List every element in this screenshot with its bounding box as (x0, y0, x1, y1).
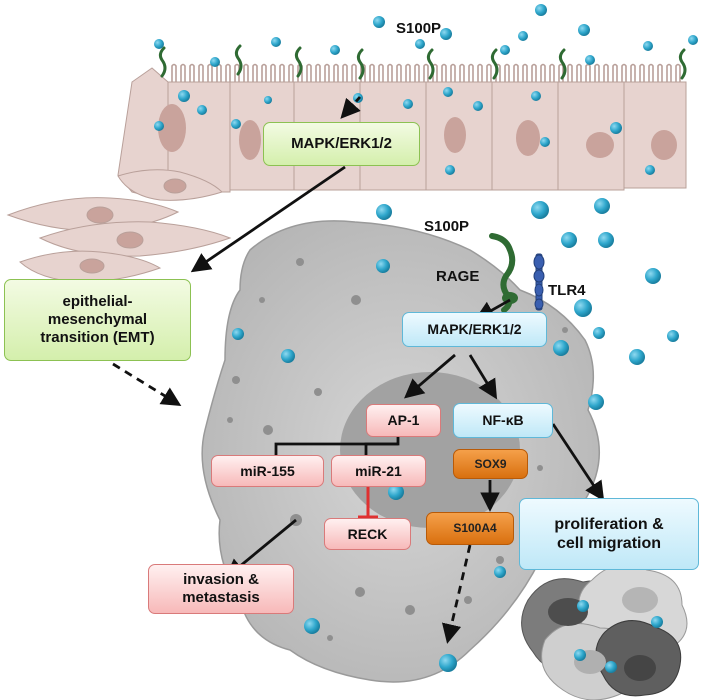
s100p-particle (610, 122, 622, 134)
arrow-emt-to-cell (112, 362, 182, 407)
dividing-cells (521, 563, 688, 700)
s100p-particle (440, 28, 452, 40)
s100p-particle (415, 39, 425, 49)
s100p-particle (281, 349, 295, 363)
s100p-particle (594, 198, 610, 214)
s100p-particle (643, 41, 653, 51)
s100p-particle (588, 394, 604, 410)
sox9-box: SOX9 (453, 449, 528, 479)
mesenchymal-cells (6, 169, 232, 283)
s100p-particle (500, 45, 510, 55)
nfkb-box: NF-κB (453, 403, 553, 438)
tlr4-receptor (533, 253, 545, 311)
s100p-particle (667, 330, 679, 342)
s100p-particle (376, 259, 390, 273)
s100p-particle (578, 24, 590, 36)
s100p-particle (210, 57, 220, 67)
s100p-particle (518, 31, 528, 41)
s100p-particle (645, 268, 661, 284)
tlr4-label: TLR4 (548, 282, 586, 299)
s100p-particle (445, 165, 455, 175)
ap1-to-mirna-bracket (274, 434, 400, 456)
rage-label: RAGE (436, 268, 480, 285)
s100p-particle (561, 232, 577, 248)
s100p-particle (271, 37, 281, 47)
ap1-box: AP-1 (366, 404, 441, 437)
s100p-particle (577, 600, 589, 612)
s100p-particles (154, 4, 698, 673)
invasion-box: invasion & metastasis (148, 564, 294, 614)
s100p-particle (494, 566, 506, 578)
s100p-particle (593, 327, 605, 339)
s100p-particle (540, 137, 550, 147)
arrow-nfkb-to-proliferation (551, 423, 605, 502)
s100p-particle (231, 119, 241, 129)
arrow-s100p-to-mapk-top (340, 96, 362, 119)
s100p-particle (178, 90, 190, 102)
s100p-particle (531, 91, 541, 101)
s100p-particle (585, 55, 595, 65)
s100p-label-cell: S100P (424, 218, 470, 235)
s100p-particle (264, 96, 272, 104)
s100p-particle (443, 87, 453, 97)
arrow-mapk-to-ap1 (404, 353, 456, 399)
s100p-label-top: S100P (396, 20, 442, 37)
s100a4-box: S100A4 (426, 512, 514, 545)
arrow-mapk-top-to-emt (190, 165, 346, 273)
s100p-particle (388, 484, 404, 500)
s100p-particle (439, 654, 457, 672)
s100p-particle (197, 105, 207, 115)
s100p-particle (473, 101, 483, 111)
s100p-particle (605, 661, 617, 673)
s100p-particle (688, 35, 698, 45)
mapk-erk-box-top: MAPK/ERK1/2 (263, 122, 420, 166)
s100p-particle (574, 299, 592, 317)
mir21-box: miR-21 (331, 455, 426, 487)
arrow-mapk-to-nfkb (468, 354, 498, 400)
s100p-particle (629, 349, 645, 365)
s100p-particle (376, 204, 392, 220)
s100p-particle (373, 16, 385, 28)
mir21-inhibits-reck (358, 486, 378, 519)
s100p-particle (651, 616, 663, 628)
s100p-particle (330, 45, 340, 55)
s100p-particle (598, 232, 614, 248)
mapk-erk-box-cell: MAPK/ERK1/2 (402, 312, 547, 347)
s100p-particle (304, 618, 320, 634)
proliferation-box: proliferation & cell migration (519, 498, 699, 570)
s100p-particle (645, 165, 655, 175)
s100p-particle (232, 328, 244, 340)
s100p-particle (154, 121, 164, 131)
s100p-particle (553, 340, 569, 356)
reck-box: RECK (324, 518, 411, 550)
s100p-particle (403, 99, 413, 109)
s100p-particle (535, 4, 547, 16)
arrow-s100a4-secretion (441, 544, 472, 644)
s100p-particle (531, 201, 549, 219)
mir155-box: miR-155 (211, 455, 324, 487)
emt-box: epithelial- mesenchymal transition (EMT) (4, 279, 191, 361)
s100p-particle (154, 39, 164, 49)
s100p-particle (574, 649, 586, 661)
